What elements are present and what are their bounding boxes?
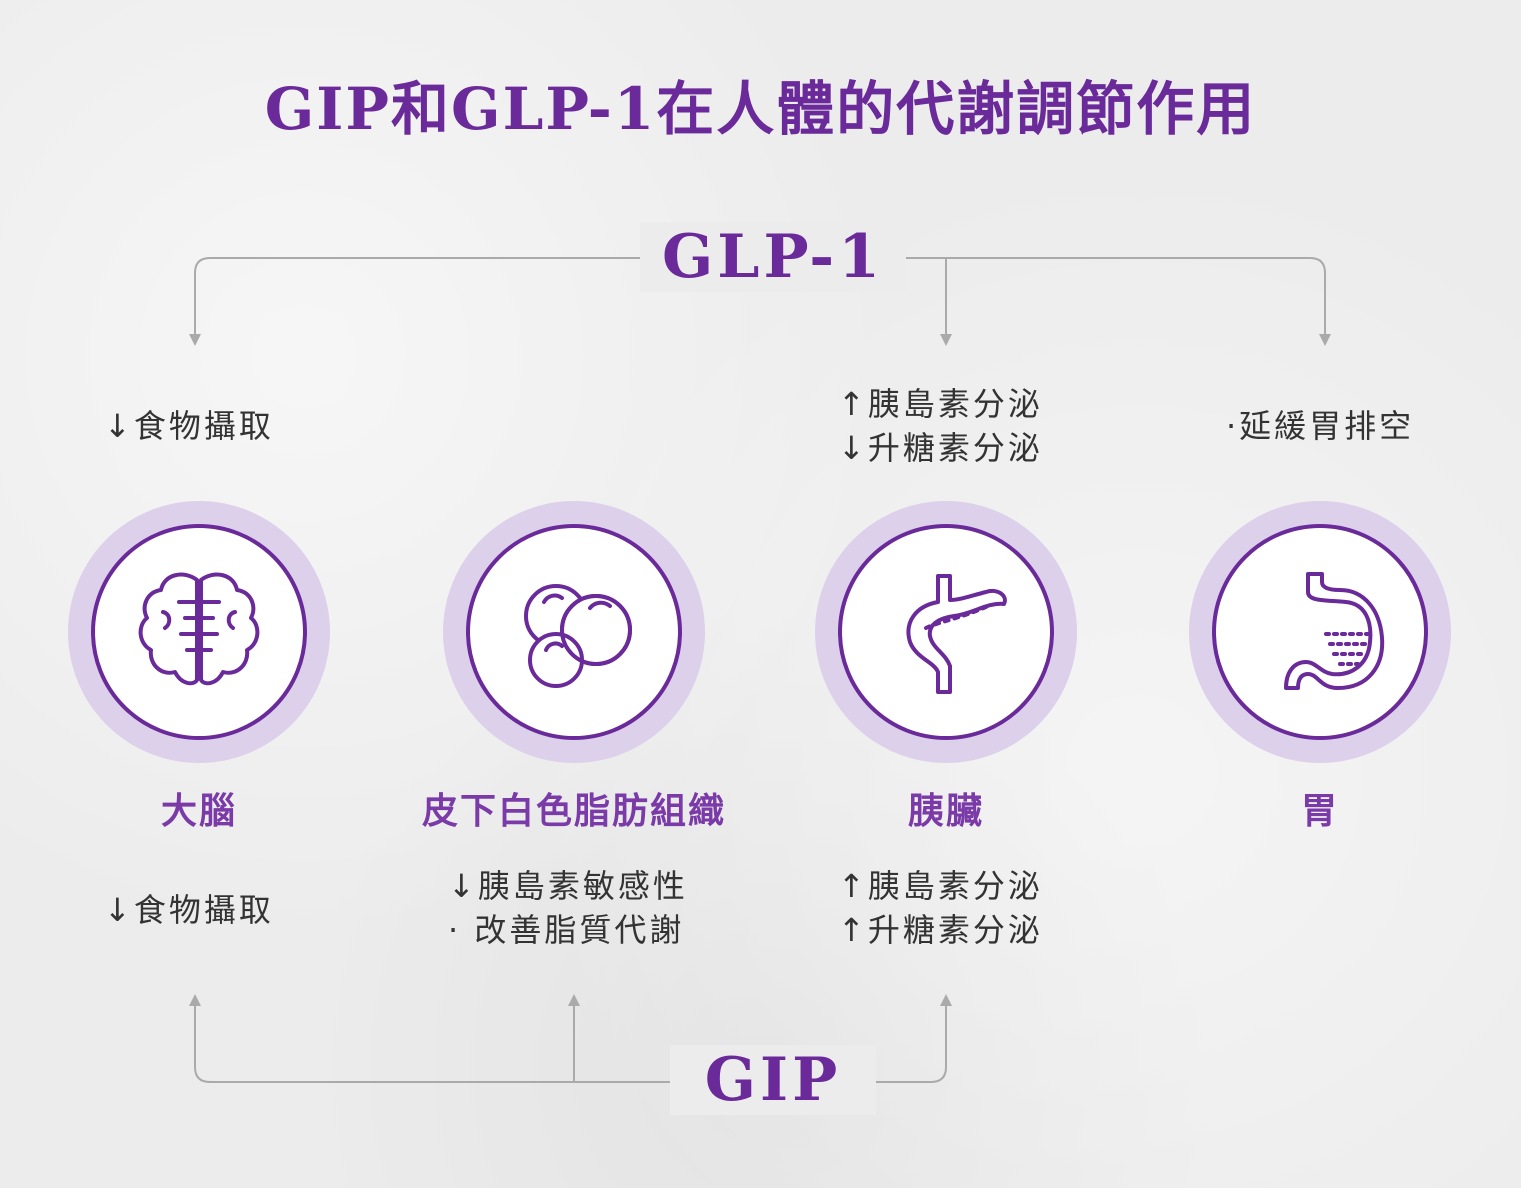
gip-brain-effect: ↓食物攝取 <box>104 888 274 932</box>
effect-line: ↓胰島素敏感性 <box>448 867 688 905</box>
effect-line: ↑胰島素分泌 <box>838 385 1043 423</box>
effect-line: ↓升糖素分泌 <box>838 429 1043 467</box>
glp1-to-stomach-line <box>946 257 1331 346</box>
page-title: GIP和GLP-1在人體的代謝調節作用 <box>264 75 1257 143</box>
gip-pancreas-effect: ↑胰島素分泌 ↑升糖素分泌 <box>838 864 1043 952</box>
organ-label-brain: 大腦 <box>160 791 237 832</box>
pancreas-icon <box>906 574 1007 694</box>
organ-label-pancreas: 胰臟 <box>907 791 984 832</box>
gip-fat-effect: ↓胰島素敏感性 · 改善脂質代謝 <box>448 864 688 952</box>
effect-line: ↓食物攝取 <box>104 407 274 445</box>
organ-label-stomach: 胃 <box>1300 791 1339 832</box>
glp1-label: GLP-1 <box>640 222 906 292</box>
gip-to-brain-line <box>189 994 670 1083</box>
brain-icon <box>138 572 260 686</box>
brain-circle <box>68 501 330 763</box>
gip-to-pancreas-line <box>840 994 952 1083</box>
gip-label: GIP <box>670 1045 876 1115</box>
stomach-circle <box>1189 501 1451 763</box>
effect-line: ↑升糖素分泌 <box>838 911 1043 949</box>
fat-cells-icon <box>524 584 632 688</box>
effect-line: ·延緩胃排空 <box>1226 407 1415 445</box>
glp1-to-brain-line <box>189 257 645 346</box>
glp1-brain-effect: ↓食物攝取 <box>104 404 274 448</box>
effect-line: · 改善脂質代謝 <box>448 911 685 949</box>
glp1-pancreas-effect: ↑胰島素分泌 ↓升糖素分泌 <box>838 382 1043 470</box>
stomach-icon <box>1284 572 1385 690</box>
fat-circle <box>443 501 705 763</box>
pancreas-circle <box>815 501 1077 763</box>
organ-label-fat: 皮下白色脂肪組織 <box>421 791 726 832</box>
glp1-stomach-effect: ·延緩胃排空 <box>1226 404 1414 448</box>
effect-line: ↓食物攝取 <box>104 891 274 929</box>
effect-line: ↑胰島素分泌 <box>838 867 1043 905</box>
